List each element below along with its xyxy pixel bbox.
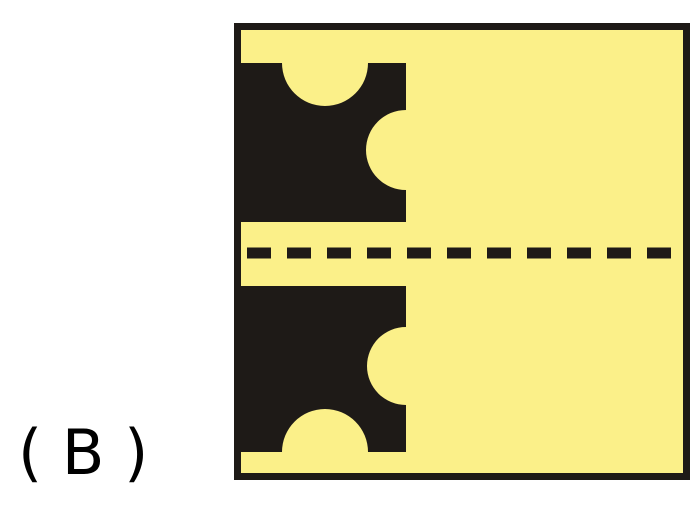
figure-label: ( B ) (18, 416, 149, 489)
upper-block (241, 63, 406, 222)
lower-block (241, 286, 406, 452)
